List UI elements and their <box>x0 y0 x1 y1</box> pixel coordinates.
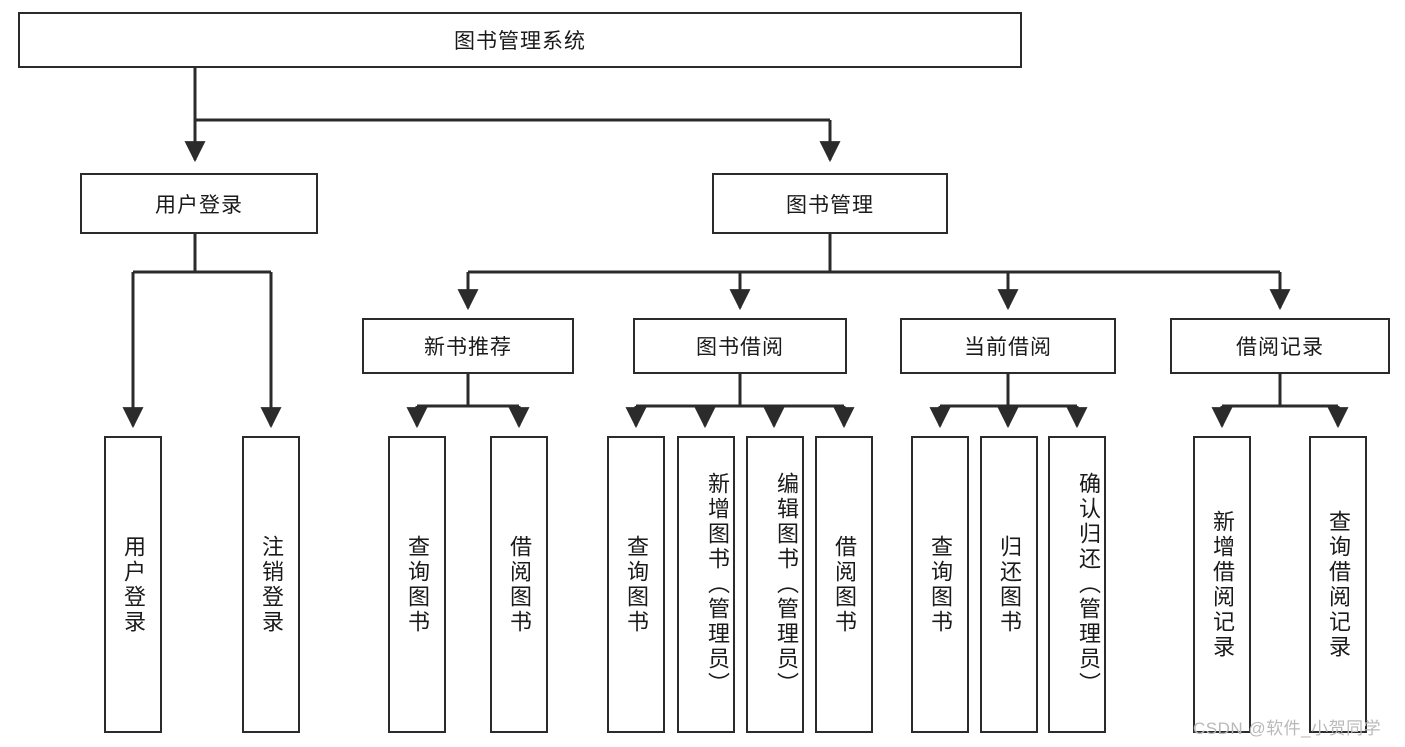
leaf-current-query-book[interactable]: 查询图书 <box>911 436 969 733</box>
node-user-login[interactable]: 用户登录 <box>80 173 318 234</box>
node-root[interactable]: 图书管理系统 <box>18 12 1022 68</box>
leaf-new-book-query[interactable]: 查询图书 <box>388 436 446 733</box>
leaf-borrow-query-book[interactable]: 查询图书 <box>607 436 665 733</box>
leaf-record-query-record[interactable]: 查询借阅记录 <box>1309 436 1367 733</box>
leaf-current-return-book[interactable]: 归还图书 <box>980 436 1038 733</box>
node-book-borrow[interactable]: 图书借阅 <box>633 318 847 374</box>
leaf-user-login-logout[interactable]: 注销登录 <box>242 436 300 733</box>
csdn-watermark: CSDN @软件_小贺同学 <box>1193 719 1382 738</box>
node-book-management[interactable]: 图书管理 <box>712 173 948 234</box>
leaf-current-confirm-return-admin[interactable]: 确认归还（管理员） <box>1048 436 1106 733</box>
node-current-borrow[interactable]: 当前借阅 <box>900 318 1116 374</box>
leaf-borrow-add-book-admin[interactable]: 新增图书（管理员） <box>677 436 735 733</box>
leaf-new-book-borrow[interactable]: 借阅图书 <box>490 436 548 733</box>
node-new-book-recommend[interactable]: 新书推荐 <box>362 318 574 374</box>
leaf-borrow-edit-book-admin[interactable]: 编辑图书（管理员） <box>746 436 804 733</box>
node-borrow-record[interactable]: 借阅记录 <box>1170 318 1390 374</box>
leaf-record-add-record[interactable]: 新增借阅记录 <box>1193 436 1251 733</box>
leaf-user-login-login[interactable]: 用户登录 <box>104 436 162 733</box>
leaf-borrow-borrow-book[interactable]: 借阅图书 <box>815 436 873 733</box>
